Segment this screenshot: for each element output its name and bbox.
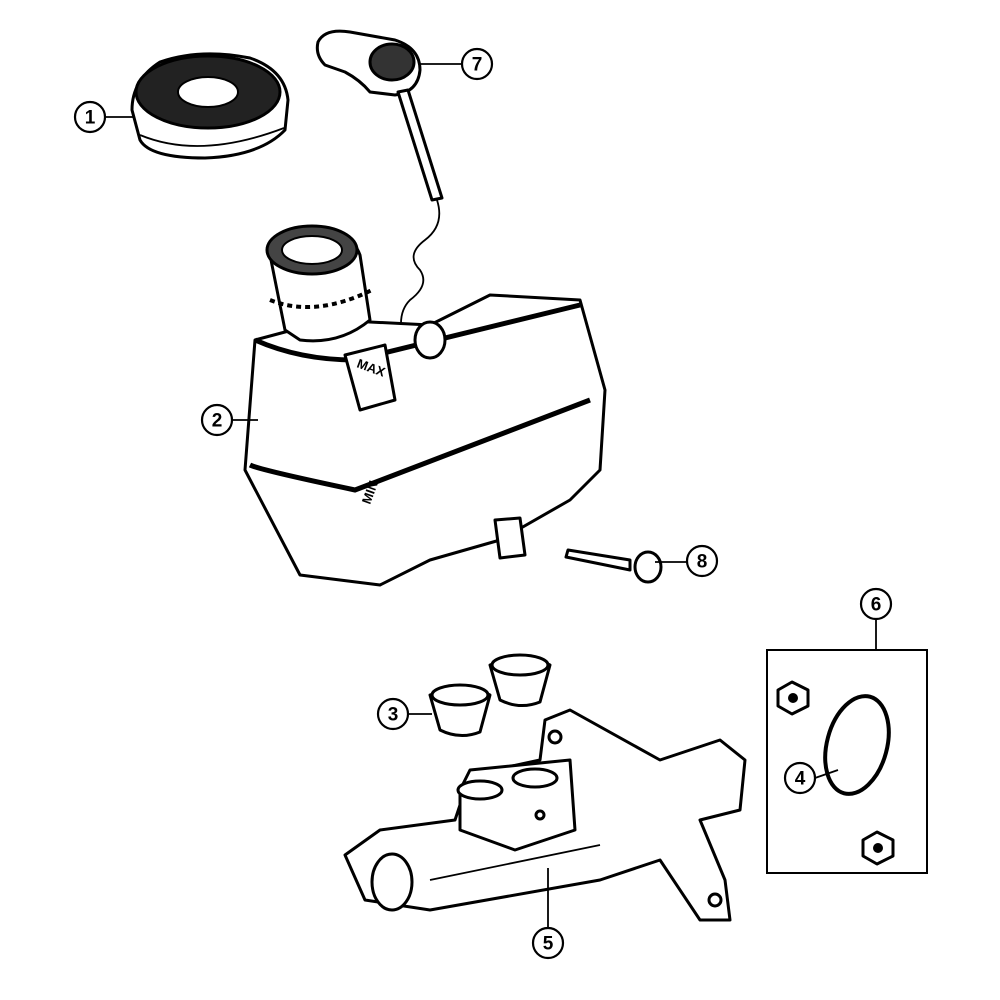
- callout-8: 8: [685, 544, 719, 578]
- callout-2: 2: [200, 403, 234, 437]
- seal-kit-box: [766, 649, 928, 874]
- callout-4: 4: [783, 761, 817, 795]
- svg-text:8: 8: [697, 552, 708, 573]
- fluid-reservoir: MAX MIN: [243, 224, 607, 587]
- retaining-pin: [564, 548, 663, 584]
- svg-text:2: 2: [212, 411, 223, 432]
- callout-7: 7: [460, 47, 494, 81]
- leader-lines: [105, 63, 877, 928]
- reservoir-grommets: [428, 653, 552, 737]
- callout-6: 6: [859, 587, 893, 621]
- master-cylinder: [343, 708, 747, 922]
- svg-text:1: 1: [85, 108, 96, 129]
- svg-text:6: 6: [871, 595, 882, 616]
- callout-3: 3: [376, 697, 410, 731]
- callout-5: 5: [531, 926, 565, 960]
- svg-text:3: 3: [388, 705, 399, 726]
- reservoir-cap: [130, 52, 290, 160]
- svg-text:4: 4: [795, 769, 806, 790]
- svg-text:5: 5: [543, 934, 554, 955]
- callout-1: 1: [73, 100, 107, 134]
- svg-text:7: 7: [472, 55, 483, 76]
- fluid-level-sensor: [315, 29, 444, 346]
